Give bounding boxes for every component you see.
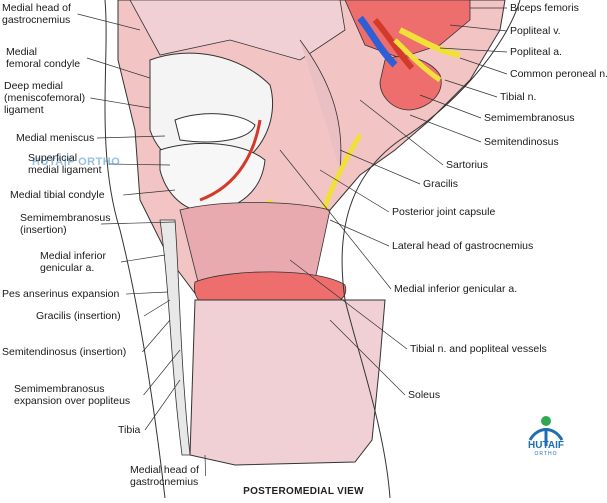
left-leader-line-6: [100, 221, 176, 225]
left-label-0: Medial head of gastrocnemius: [2, 2, 71, 26]
right-leader-line-11: [279, 149, 392, 290]
skin-outline-right: [341, 0, 521, 499]
right-leader-line-13: [329, 319, 406, 396]
right-label-10: Lateral head of gastrocnemius: [392, 240, 534, 252]
right-label-0: Biceps femoris: [510, 2, 579, 14]
right-leader-line-5: [419, 94, 482, 119]
right-label-9: Posterior joint capsule: [392, 206, 496, 218]
left-label-6: Semimembranosus (insertion): [20, 212, 111, 236]
right-label-11: Medial inferior genicular a.: [394, 283, 518, 295]
left-label-3: Medial meniscus: [16, 132, 95, 144]
hutaif-logo-icon: [528, 416, 564, 446]
logo-subtitle: ORTHO: [534, 451, 558, 457]
medial-gastrocnemius-upper: [129, 0, 346, 61]
sartorius: [299, 39, 342, 171]
left-label-9: Gracilis (insertion): [36, 310, 121, 322]
right-label-6: Semitendinosus: [484, 136, 559, 148]
left-label-8: Pes anserinus expansion: [2, 288, 120, 300]
right-leader-line-3: [459, 57, 508, 75]
left-leader-line-3: [96, 135, 166, 139]
view-caption: POSTEROMEDIAL VIEW: [243, 486, 364, 497]
left-label-4: Superficial medial ligament: [28, 152, 102, 176]
medial-gastrocnemius-lower: [189, 299, 386, 466]
right-leader-line-9: [319, 169, 390, 213]
left-leader-line-7: [120, 254, 166, 263]
right-label-4: Tibial n.: [500, 91, 537, 103]
medial-tibial-condyle: [159, 143, 266, 213]
right-leader-line-10: [329, 219, 390, 247]
left-label-2: Deep medial (meniscofemoral) ligament: [4, 80, 86, 116]
watermark-text: HUTAIF ORTHO: [32, 156, 121, 168]
tibia: [159, 219, 191, 456]
left-label-7: Medial inferior genicular a.: [40, 250, 106, 274]
right-leader-line-8: [339, 149, 421, 185]
logo-name: HUTAIF: [528, 440, 564, 451]
left-label-11: Semimembranosus expansion over popliteus: [14, 383, 131, 407]
left-leader-line-0: [77, 13, 141, 31]
right-label-12: Tibial n. and popliteal vessels: [410, 343, 547, 355]
right-leader-line-1: [449, 24, 508, 32]
common-peroneal-nerve: [398, 27, 461, 58]
left-leader-line-10: [142, 319, 171, 353]
skin-outline: [104, 0, 166, 499]
right-label-7: Sartorius: [446, 159, 489, 171]
right-label-3: Common peroneal n.: [510, 68, 607, 80]
right-leader-line-4: [444, 79, 498, 98]
right-leader-line-7: [359, 99, 444, 166]
left-label-10: Semitendinosus (insertion): [2, 346, 127, 358]
left-leader-line-2: [90, 97, 151, 109]
right-leader-line-12: [289, 259, 408, 350]
left-label-1: Medial femoral condyle: [6, 46, 81, 70]
left-label-13: Medial head of gastrocnemius: [130, 464, 199, 488]
right-label-2: Popliteal a.: [510, 46, 562, 58]
left-label-12: Tibia: [118, 424, 141, 436]
right-leader-line-6: [409, 114, 482, 143]
medial-meniscus: [174, 113, 256, 143]
right-label-5: Semimembranosus: [484, 112, 575, 124]
medial-inferior-genicular-artery: [199, 119, 262, 202]
right-leader-line-2: [439, 47, 508, 53]
left-label-5: Medial tibial condyle: [10, 189, 105, 201]
popliteus-region: [179, 202, 331, 291]
left-leader-line-5: [123, 189, 176, 196]
left-leader-line-4: [108, 163, 171, 166]
popliteal-artery: [372, 18, 415, 71]
right-label-1: Popliteal v.: [510, 25, 561, 37]
right-label-8: Gracilis: [423, 178, 459, 190]
gracilis-tendon: [319, 133, 363, 216]
left-leader-line-9: [143, 299, 171, 317]
right-label-13: Soleus: [408, 389, 441, 401]
left-leader-line-1: [86, 57, 151, 79]
tibial-nerve: [393, 38, 442, 83]
left-leader-line-11: [143, 349, 181, 396]
left-leader-line-8: [126, 291, 169, 295]
left-leader-line-13: [204, 454, 206, 477]
popliteal-vein: [357, 15, 398, 68]
left-leader-line-12: [144, 379, 181, 431]
